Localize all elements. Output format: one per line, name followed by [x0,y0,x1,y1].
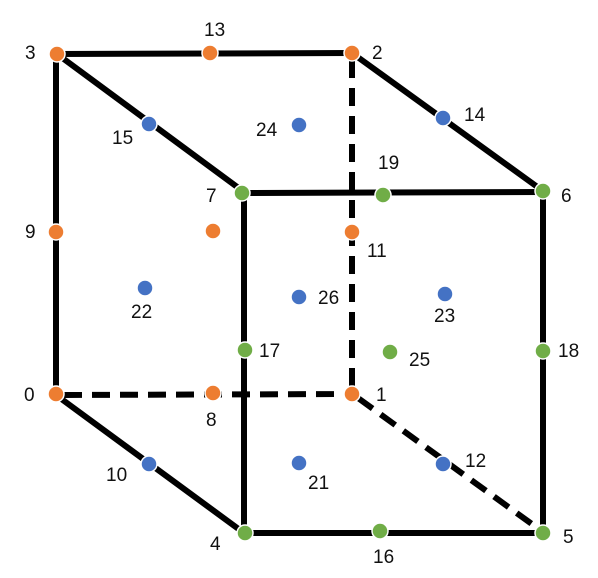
label-11: 11 [367,241,387,262]
label-22: 22 [131,302,152,323]
label-15: 15 [112,128,133,149]
label-24: 24 [256,120,278,141]
blue-nodes [136,109,454,473]
node-10 [140,455,158,473]
node-11 [343,223,361,241]
node-1 [343,385,361,403]
node-5 [534,524,552,542]
node-3 [48,45,66,63]
node-7 [233,184,251,202]
label-14: 14 [464,105,486,126]
label-7: 7 [206,186,217,207]
label-16: 16 [373,547,394,568]
green-nodes [233,182,552,542]
label-1: 1 [376,385,387,406]
node-24 [290,116,308,134]
node-center-unlabeled [204,222,222,240]
node-16 [371,522,389,540]
label-9: 9 [25,222,36,243]
label-8: 8 [206,410,217,431]
node-13 [201,44,219,62]
label-12: 12 [465,451,486,472]
node-26 [290,288,308,306]
label-21: 21 [308,473,329,494]
label-3: 3 [25,43,36,64]
node-17 [236,341,254,359]
label-23: 23 [434,306,455,327]
node-14 [434,109,452,127]
label-4: 4 [210,534,221,555]
label-13: 13 [204,20,225,41]
label-18: 18 [558,341,579,362]
label-0: 0 [24,385,35,406]
label-5: 5 [563,527,574,548]
label-25: 25 [409,350,430,371]
edge-7-6 [241,189,546,196]
label-10: 10 [106,465,127,486]
node-18 [534,342,552,360]
label-17: 17 [259,341,280,362]
node-4 [236,524,254,542]
label-19: 19 [378,153,399,174]
label-26: 26 [318,288,339,309]
label-2: 2 [372,43,383,64]
node-19 [374,186,392,204]
node-2 [343,44,361,62]
node-6 [534,182,552,200]
node-12 [434,455,452,473]
node-labels: 3 13 2 15 24 14 19 7 6 9 11 26 22 23 17 … [24,20,579,568]
node-23 [436,285,454,303]
label-6: 6 [561,186,572,207]
node-0 [47,385,65,403]
node-15 [140,115,158,133]
orange-nodes [47,44,361,403]
node-8 [204,384,222,402]
node-9 [47,223,65,241]
edge-1-5 [356,395,538,530]
node-22 [136,279,154,297]
node-21 [290,454,308,472]
node-25 [381,343,399,361]
